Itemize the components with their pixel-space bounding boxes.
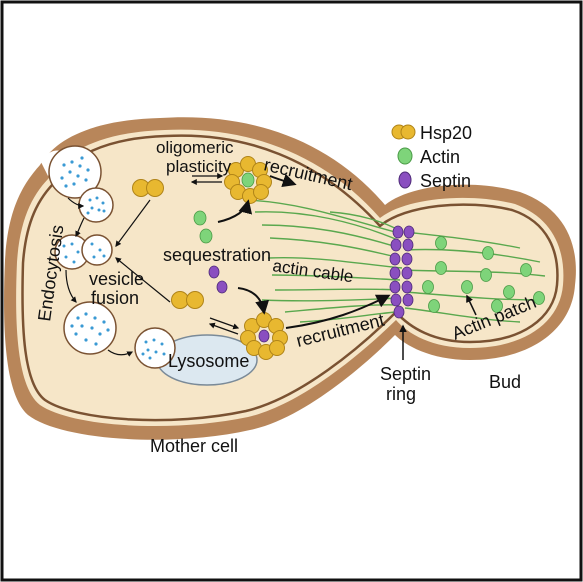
hsp20-dimer-bottom: [171, 291, 204, 309]
legend-label-septin: Septin: [420, 171, 471, 191]
legend-item-actin: Actin: [397, 147, 460, 167]
legend-swatch-actin: [397, 147, 413, 165]
legend-item-septin: Septin: [398, 171, 471, 191]
septin-ring: [389, 225, 415, 319]
label-fusion: fusion: [91, 288, 139, 308]
endocytic-vesicle-1: [48, 145, 102, 199]
cell-membrane: [21, 134, 559, 422]
actin-monomers: [193, 210, 545, 313]
legend-item-hsp20: Hsp20: [391, 123, 472, 143]
fused-vesicle: [63, 301, 117, 355]
actin-cables: [244, 199, 546, 323]
legend: Hsp20 Actin Septin: [391, 123, 472, 191]
hsp20-oligomer-septin: [240, 312, 288, 360]
legend-swatch-septin: [398, 171, 412, 189]
hsp20-dimer-top: [132, 179, 164, 197]
label-sequestration: sequestration: [163, 245, 271, 265]
label-mother-cell: Mother cell: [150, 436, 238, 456]
label-lysosome: Lysosome: [168, 351, 249, 371]
endocytic-vesicle-2: [78, 187, 114, 223]
legend-label-actin: Actin: [420, 147, 460, 167]
label-ring: ring: [386, 384, 416, 404]
label-vesicle: vesicle: [89, 269, 144, 289]
fusing-vesicles: [54, 234, 113, 270]
lysosome: [134, 327, 258, 386]
septin-monomers: [208, 265, 228, 294]
label-plasticity: plasticity: [166, 157, 232, 176]
label-oligomeric: oligomeric: [156, 138, 234, 157]
label-bud: Bud: [489, 372, 521, 392]
legend-label-hsp20: Hsp20: [420, 123, 472, 143]
label-septin: Septin: [380, 364, 431, 384]
